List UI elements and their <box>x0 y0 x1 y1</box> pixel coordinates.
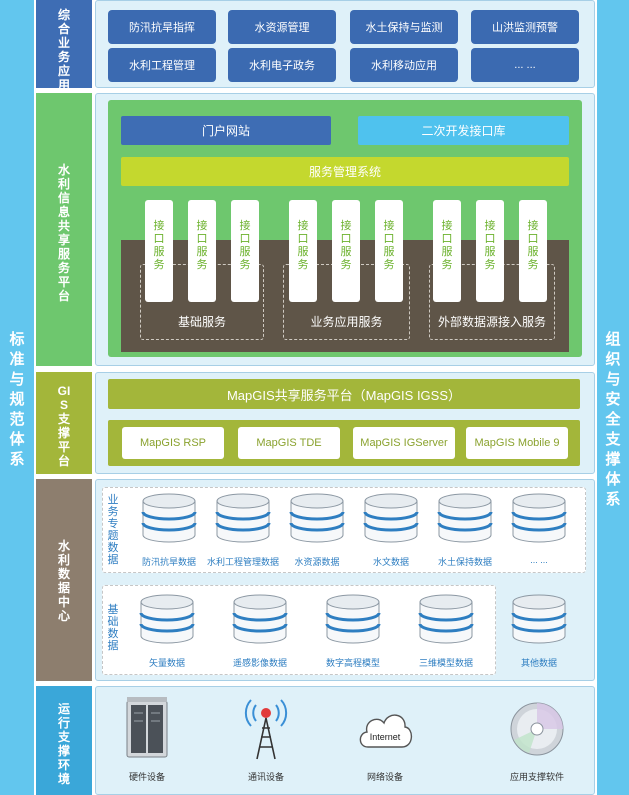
topic-data-caption: 水土保持数据 <box>437 557 492 567</box>
business-layer-label-text: 综合业务应用 <box>57 8 70 92</box>
server-rack-icon <box>126 697 168 758</box>
database-icon <box>289 493 345 543</box>
topic-data-caption: 水文数据 <box>372 557 409 567</box>
gis-layer-label-text: GIS支撑平台 <box>57 384 71 468</box>
runtime-caption: 通讯设备 <box>247 772 284 782</box>
database-icon <box>325 594 381 644</box>
business-app-button[interactable]: 水资源管理 <box>228 10 336 44</box>
data-layer-label-text: 水利数据中心 <box>57 539 70 623</box>
database-icon <box>139 594 195 644</box>
interface-service-card: 接口服务 <box>519 200 547 302</box>
business-app-button[interactable]: 水利工程管理 <box>108 48 216 82</box>
business-layer-label: 综合业务应用 <box>36 0 92 92</box>
business-app-button[interactable]: 水利移动应用 <box>350 48 458 82</box>
database-icon <box>215 493 271 543</box>
base-data-caption: 数字高程模型 <box>325 658 380 668</box>
standards-pillar-title: 标准与规范体系 <box>9 331 25 468</box>
interface-service-card: 接口服务 <box>433 200 461 302</box>
service-group-label: 基础服务 <box>177 315 226 329</box>
runtime-caption: 硬件设备 <box>128 772 165 782</box>
interface-service-card: 接口服务 <box>145 200 173 302</box>
database-icon <box>437 493 493 543</box>
gis-layer-label: GIS支撑平台 <box>36 372 92 474</box>
interface-service-card: 接口服务 <box>231 200 259 302</box>
base-data-caption: 矢量数据 <box>148 658 185 668</box>
internet-cloud-icon <box>359 714 413 748</box>
business-app-button[interactable]: 防汛抗旱指挥 <box>108 10 216 44</box>
runtime-layer-panel <box>95 686 595 795</box>
internet-cloud-text: Internet <box>369 732 401 742</box>
sharing-layer-label: 水利信息共享服务平台 <box>36 93 92 366</box>
database-icon <box>511 493 567 543</box>
signal-tower-icon <box>244 699 288 760</box>
service-group-label: 业务应用服务 <box>310 315 383 329</box>
service-group-label: 外部数据源接入服务 <box>437 315 546 329</box>
gis-product-box: MapGIS IGServer <box>353 427 455 459</box>
base-data-caption: 三维模型数据 <box>418 658 473 668</box>
interface-service-card: 接口服务 <box>188 200 216 302</box>
security-pillar: 组织与安全支撑体系 <box>597 0 629 795</box>
runtime-caption: 应用支撑软件 <box>509 772 564 782</box>
standards-pillar: 标准与规范体系 <box>0 0 34 795</box>
runtime-layer-label-text: 运行支撑环境 <box>57 702 70 786</box>
api-library-bar: 二次开发接口库 <box>358 116 569 145</box>
gis-product-box: MapGIS Mobile 9 <box>466 427 568 459</box>
business-app-button[interactable]: 水利电子政务 <box>228 48 336 82</box>
database-icon <box>511 594 567 644</box>
base-data-caption: 遥感影像数据 <box>232 658 287 668</box>
software-disc-icon <box>510 702 564 756</box>
mapgis-igss-bar: MapGIS共享服务平台（MapGIS IGSS） <box>108 379 580 409</box>
interface-service-card: 接口服务 <box>332 200 360 302</box>
gis-product-box: MapGIS TDE <box>238 427 340 459</box>
service-management-bar: 服务管理系统 <box>121 157 569 186</box>
database-icon <box>363 493 419 543</box>
database-icon <box>418 594 474 644</box>
base-data-caption: 其他数据 <box>520 658 557 668</box>
topic-data-caption: 水资源数据 <box>294 557 340 567</box>
topic-data-caption: ... ... <box>530 555 548 565</box>
interface-service-card: 接口服务 <box>476 200 504 302</box>
interface-service-card: 接口服务 <box>289 200 317 302</box>
interface-service-card: 接口服务 <box>375 200 403 302</box>
security-pillar-title: 组织与安全支撑体系 <box>605 331 621 508</box>
gis-product-box: MapGIS RSP <box>122 427 224 459</box>
runtime-layer-label: 运行支撑环境 <box>36 686 92 795</box>
business-app-button[interactable]: 山洪监测预警 <box>471 10 579 44</box>
topic-data-label: 业务专题数据 <box>107 494 119 566</box>
database-icon <box>141 493 197 543</box>
business-app-button[interactable]: ... ... <box>471 48 579 82</box>
data-layer-label: 水利数据中心 <box>36 479 92 681</box>
topic-data-caption: 水利工程管理数据 <box>206 557 279 567</box>
business-app-button[interactable]: 水土保持与监测 <box>350 10 458 44</box>
runtime-caption: 网络设备 <box>366 772 403 782</box>
topic-data-caption: 防汛抗旱数据 <box>141 557 196 567</box>
base-data-label: 基础数据 <box>107 604 119 652</box>
portal-bar: 门户网站 <box>121 116 331 145</box>
database-icon <box>232 594 288 644</box>
sharing-layer-label-text: 水利信息共享服务平台 <box>57 163 70 303</box>
